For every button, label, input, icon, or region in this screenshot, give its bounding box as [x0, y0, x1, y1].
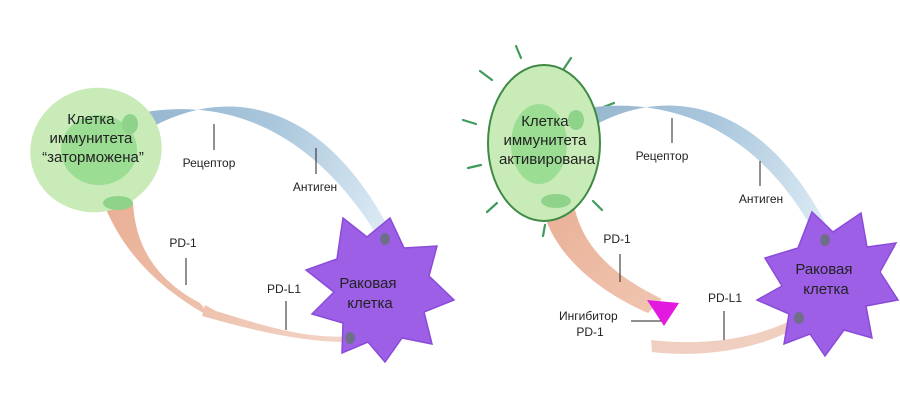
activation-ray — [561, 56, 573, 72]
pd1-base-right — [541, 194, 571, 208]
pd1-label-left: PD-1 — [169, 236, 197, 250]
activation-ray — [461, 118, 478, 126]
pdl1-stalk-left — [202, 305, 356, 343]
cancer-cell-left — [304, 216, 456, 364]
antigen-label-right: Антиген — [739, 192, 783, 206]
pdl1-dock-left — [345, 332, 355, 344]
immune-cell-label-right: Клетка иммунитета активирована — [499, 113, 596, 168]
cancer-cell-label-right: Раковая клетка — [795, 261, 856, 298]
pd1-label-right: PD-1 — [603, 232, 631, 246]
receptor-antigen-arc-left — [126, 106, 393, 240]
receptor-label-left: Рецептор — [183, 156, 236, 170]
activation-ray — [541, 223, 547, 238]
inhibitor-label-right: Ингибитор PD-1 — [559, 309, 621, 339]
pd1-stalk-right — [541, 200, 662, 313]
pdl1-dock-right — [794, 312, 804, 324]
cancer-cell-body — [755, 210, 900, 358]
antigen-dock-left — [380, 233, 390, 245]
receptor-base-right — [568, 110, 584, 130]
cancer-cell-label-left: Раковая клетка — [339, 275, 400, 312]
pd1-base-left — [103, 196, 133, 210]
pdl1-label-left: PD-L1 — [267, 282, 301, 296]
immune-cell-nucleus — [511, 104, 567, 184]
pd1-inhibitor — [647, 300, 679, 326]
right-panel: Клетка иммунитета активирована Рецептор … — [461, 44, 900, 358]
activation-ray — [478, 69, 494, 82]
receptor-label-right: Рецептор — [636, 149, 689, 163]
pdl1-label-right: PD-L1 — [708, 291, 742, 305]
activation-ray — [591, 199, 604, 212]
pdl1-stalk-right — [651, 315, 802, 354]
cancer-cell-body — [304, 216, 456, 364]
left-panel: Клетка иммунитета “заторможена” Рецептор… — [30, 87, 456, 364]
immune-cell-nucleus — [61, 115, 137, 185]
immune-cell-left — [30, 87, 162, 213]
receptor-antigen-arc-right — [567, 105, 832, 240]
antigen-dock-right — [820, 234, 830, 246]
receptor-base-left — [122, 114, 138, 134]
pd1-stalk-left — [103, 202, 212, 318]
immune-cell-label-left: Клетка иммунитета “заторможена” — [42, 111, 144, 166]
cancer-cell-right — [755, 210, 900, 358]
activation-ray — [466, 163, 483, 170]
immune-cell-right — [487, 64, 601, 222]
antigen-label-left: Антиген — [293, 180, 337, 194]
activation-rays — [461, 44, 616, 238]
activation-ray — [514, 44, 523, 60]
activation-ray — [485, 201, 499, 214]
